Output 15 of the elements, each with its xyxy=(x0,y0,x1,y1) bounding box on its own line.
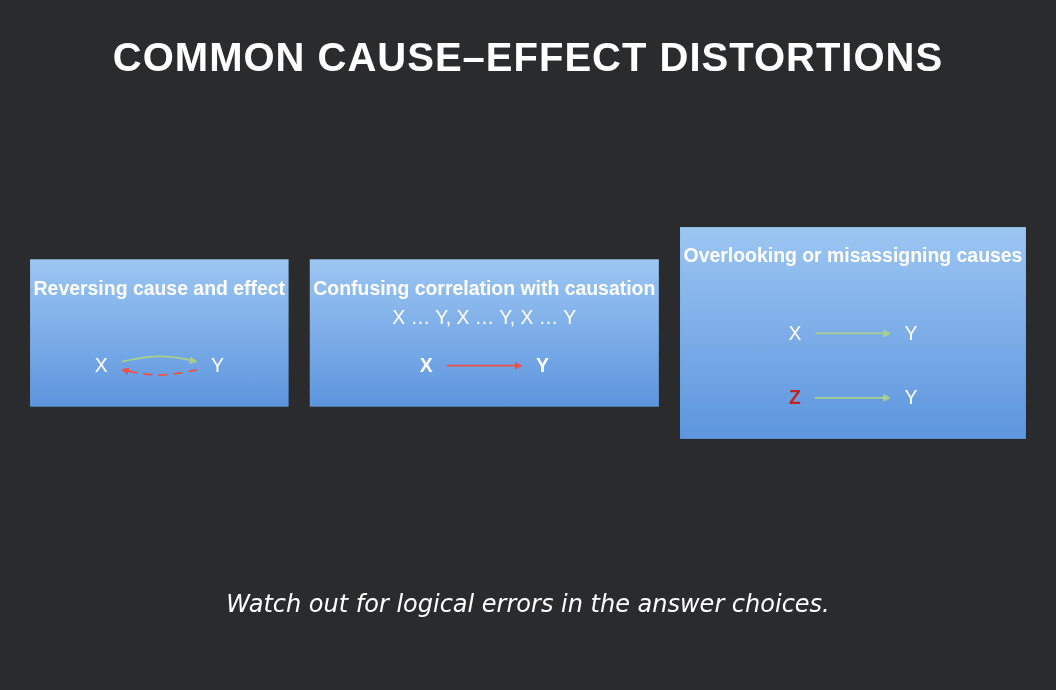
arrow xyxy=(121,367,198,376)
node-text: X xyxy=(419,354,433,377)
node-text: Y xyxy=(535,354,549,377)
arrow xyxy=(120,355,198,364)
arrow xyxy=(445,361,523,370)
arrow xyxy=(814,394,891,402)
node-text: X xyxy=(94,354,108,377)
node-text: Y xyxy=(904,322,918,345)
arrow xyxy=(814,329,891,338)
node-text: Y xyxy=(904,386,918,409)
title: COMMON CAUSE–EFFECT DISTORTIONS xyxy=(112,34,944,80)
caption: Watch out for logical errors in the answer choices. xyxy=(226,590,830,619)
node-text: Y xyxy=(210,354,224,377)
node-text: Z xyxy=(788,386,801,409)
node-text: X xyxy=(788,322,802,345)
